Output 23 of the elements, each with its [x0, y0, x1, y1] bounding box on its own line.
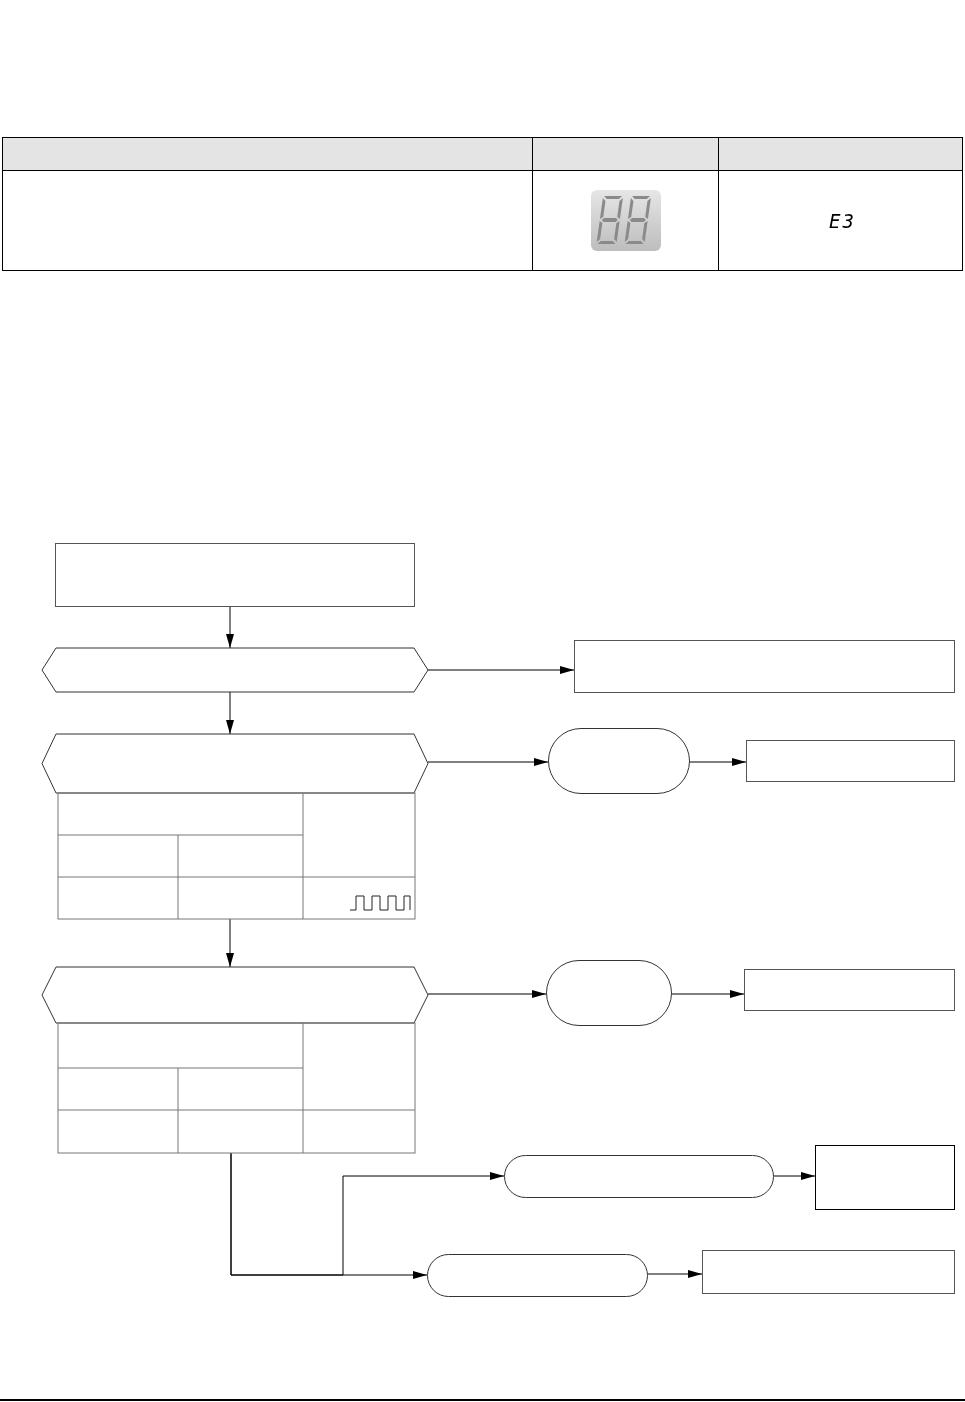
arrow	[230, 1152, 428, 1279]
arrow	[427, 666, 575, 674]
arrow	[671, 990, 745, 998]
arrow	[226, 918, 234, 968]
arrow	[689, 758, 747, 766]
process-box	[746, 740, 955, 782]
decision-table-drawing	[42, 734, 428, 919]
decision-hexagon	[42, 648, 428, 692]
process-box	[744, 969, 955, 1011]
process-box	[574, 640, 955, 693]
rounded-terminal	[427, 1254, 648, 1297]
rounded-terminal	[504, 1155, 774, 1198]
arrow	[427, 990, 547, 998]
arrow	[647, 1270, 703, 1278]
error-code: E3	[829, 209, 856, 232]
process-box	[815, 1145, 955, 1210]
arrow	[773, 1172, 816, 1180]
decision-table-drawing	[42, 967, 428, 1153]
arrow	[226, 691, 234, 735]
process-box	[702, 1250, 955, 1294]
process-box	[55, 543, 415, 607]
arrow	[226, 606, 234, 649]
arrow	[427, 758, 549, 766]
